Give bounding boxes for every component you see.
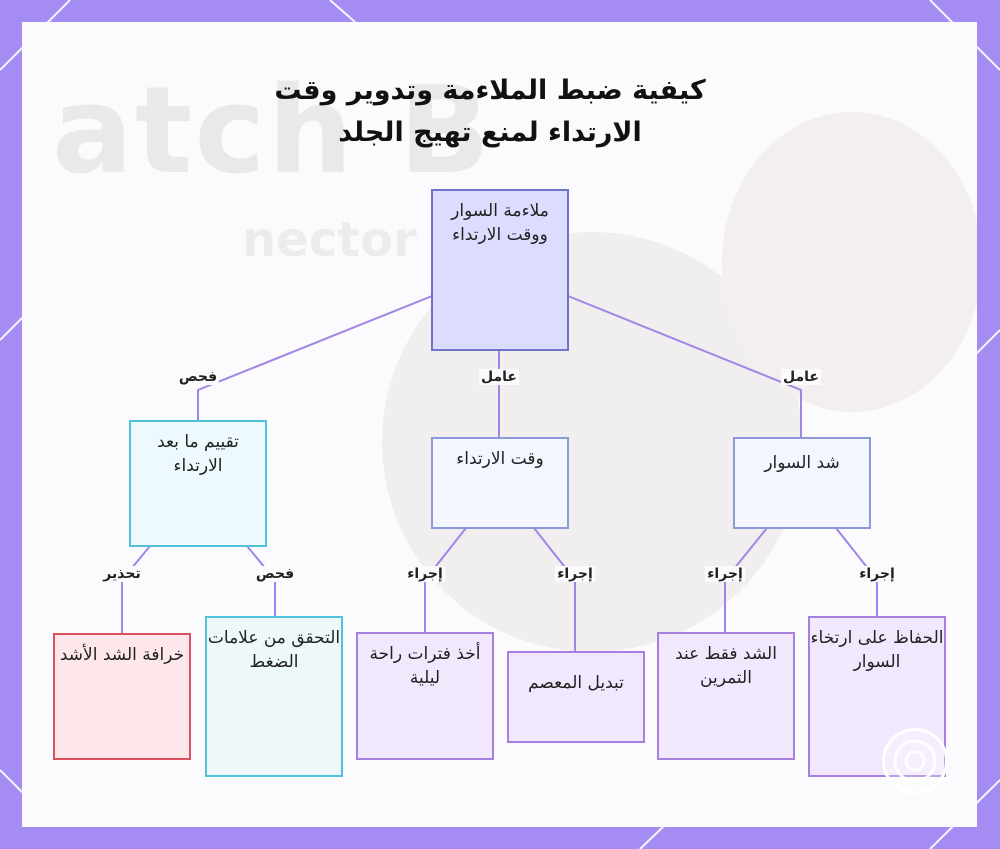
- diagram-title: كيفية ضبط الملاءمة وتدوير وقت الارتداء ل…: [274, 75, 706, 148]
- node-tighten-exercise: الشد فقط عند التمرين: [657, 632, 795, 760]
- edge-label-assess-myth: تحذير: [101, 566, 143, 582]
- background-watermark: atch B: [52, 62, 493, 201]
- edge-root-assess: [197, 295, 433, 421]
- edge-label-root-strap: عامل: [781, 369, 821, 385]
- node-switch-wrist: تبديل المعصم: [507, 651, 645, 743]
- edge-label-wear-switch: إجراء: [555, 566, 595, 582]
- node-night-rest: أخذ فترات راحة ليلية: [356, 632, 494, 760]
- edge-wear-switch: [533, 527, 576, 652]
- node-assess: تقييم ما بعد الارتداء: [129, 420, 267, 547]
- edge-label-strap-loose: إجراء: [857, 566, 897, 582]
- edge-label-root-assess: فحص: [176, 369, 220, 385]
- node-check-pressure: التحقق من علامات الضغط: [205, 616, 343, 777]
- background-blob: [722, 112, 977, 412]
- edge-root-strap: [567, 295, 802, 438]
- logo-watermark-icon: [882, 728, 948, 794]
- node-wear-time: وقت الارتداء: [431, 437, 569, 529]
- node-myth: خرافة الشد الأشد: [53, 633, 191, 760]
- edge-assess-myth: [121, 545, 151, 634]
- node-strap-tight: شد السوار: [733, 437, 871, 529]
- edge-label-assess-check: فحص: [253, 566, 297, 582]
- background-watermark-sub: nector: [242, 212, 417, 268]
- edge-label-wear-night: إجراء: [405, 566, 445, 582]
- edge-label-root-wear: عامل: [479, 369, 519, 385]
- node-root: ملاءمة السوار ووقت الارتداء: [431, 189, 569, 351]
- edge-label-strap-tighten: إجراء: [705, 566, 745, 582]
